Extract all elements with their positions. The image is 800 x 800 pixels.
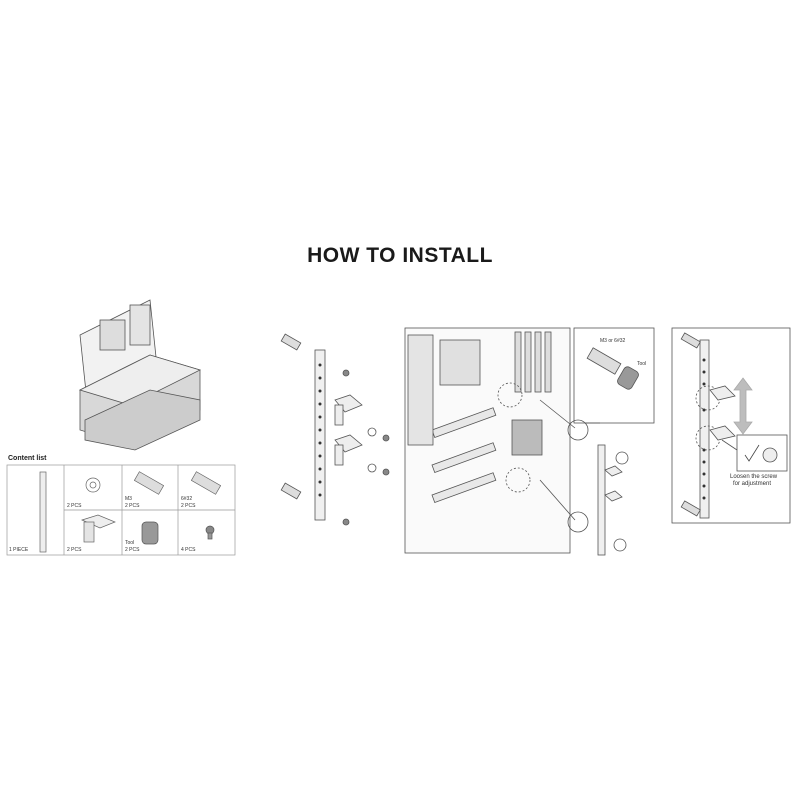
standoff-label: M3 or 6#32 bbox=[600, 338, 626, 344]
step3-motherboard-illustration bbox=[404, 327, 655, 556]
tool-label: Tool bbox=[637, 361, 647, 367]
item-name: Tool bbox=[125, 540, 135, 546]
step1-gpu-illustration bbox=[78, 299, 202, 451]
item-qty: 2 PCS bbox=[67, 547, 82, 553]
content-list-table bbox=[6, 464, 236, 556]
adjust-note-line1: Loosen the screw bbox=[730, 474, 778, 480]
item-qty: 2 PCS bbox=[67, 503, 82, 509]
item-name: 6#32 bbox=[181, 496, 193, 502]
item-name: M3 bbox=[125, 496, 132, 502]
step2-bracket-illustration bbox=[280, 333, 390, 526]
step4-adjust-illustration bbox=[671, 327, 791, 524]
page-title: HOW TO INSTALL bbox=[307, 244, 493, 267]
adjust-note-line2: for adjustment bbox=[733, 481, 772, 487]
item-qty: 2 PCS bbox=[125, 547, 140, 553]
item-qty: 2 PCS bbox=[181, 503, 196, 509]
content-list-heading: Content list bbox=[8, 455, 47, 462]
item-qty: 1 PIECE bbox=[9, 547, 29, 553]
item-qty: 4 PCS bbox=[181, 547, 196, 553]
item-qty: 2 PCS bbox=[125, 503, 140, 509]
